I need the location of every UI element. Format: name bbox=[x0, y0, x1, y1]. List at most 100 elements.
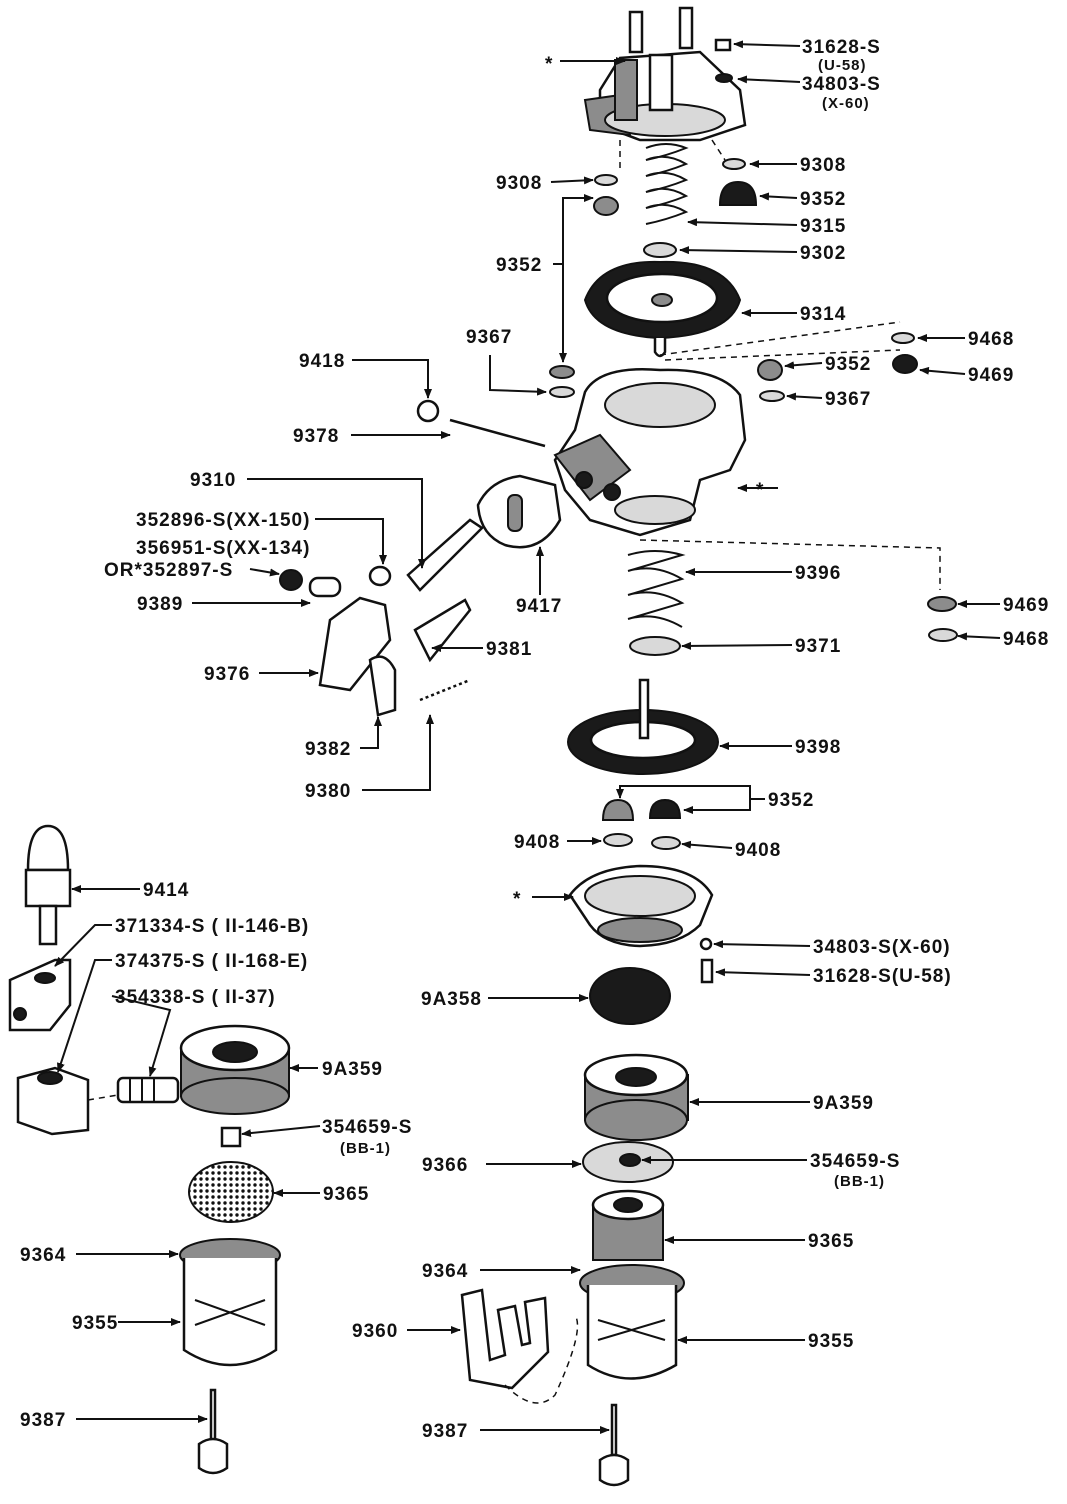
washer-34803-lower bbox=[699, 937, 713, 951]
label-31628-s-top: 31628-S bbox=[802, 37, 881, 58]
bowl-9355-left bbox=[182, 1258, 278, 1367]
label-9352-left: 9352 bbox=[496, 255, 542, 276]
valve-9469-top bbox=[892, 354, 918, 374]
valve-9352-lower-a bbox=[601, 798, 635, 821]
label-356951-s: 356951-S(XX-134) bbox=[136, 538, 310, 559]
label-9387-right: 9387 bbox=[422, 1421, 468, 1442]
label-9308-right: 9308 bbox=[800, 155, 846, 176]
valve-9352-right bbox=[718, 180, 758, 206]
washer-9468-bottom bbox=[928, 628, 958, 642]
label-9417: 9417 bbox=[516, 596, 562, 617]
label-9396: 9396 bbox=[795, 563, 841, 584]
label-9360: 9360 bbox=[352, 1321, 398, 1342]
gasket-9a358 bbox=[589, 967, 671, 1025]
label-9382: 9382 bbox=[305, 739, 351, 760]
label-9365-left: 9365 bbox=[323, 1184, 369, 1205]
label-9468-bottom: 9468 bbox=[1003, 629, 1049, 650]
connector-dash bbox=[87, 1094, 119, 1101]
label-9381: 9381 bbox=[486, 639, 532, 660]
label-9302: 9302 bbox=[800, 243, 846, 264]
label-9364-left: 9364 bbox=[20, 1245, 66, 1266]
pump-body bbox=[553, 368, 747, 537]
tee-fitting-371334 bbox=[8, 958, 72, 1032]
leader-lines bbox=[54, 40, 1001, 1434]
lever-9381 bbox=[413, 598, 472, 663]
label-9355-right: 9355 bbox=[808, 1331, 854, 1352]
bushing-9389 bbox=[308, 576, 342, 598]
label-star-body: * bbox=[756, 480, 764, 501]
washer-9408-b bbox=[651, 836, 681, 850]
retainer-9302 bbox=[643, 242, 677, 258]
spring-9380 bbox=[419, 678, 471, 702]
diaphragm-9314 bbox=[583, 260, 742, 358]
label-9a359-left: 9A359 bbox=[322, 1059, 383, 1080]
spring-9315 bbox=[645, 143, 689, 225]
bowl-9355-left-mark bbox=[194, 1299, 266, 1326]
screw-31628-top bbox=[714, 38, 732, 52]
bowl-9355-right-mark bbox=[597, 1319, 666, 1341]
label-9387-left: 9387 bbox=[20, 1410, 66, 1431]
label-354659-s-left: 354659-S bbox=[322, 1117, 412, 1138]
diaphragm-9398 bbox=[567, 678, 719, 775]
bulb-9414 bbox=[24, 824, 72, 946]
washer-34803-top bbox=[715, 73, 733, 83]
label-9310: 9310 bbox=[190, 470, 236, 491]
washer-9367-a bbox=[549, 386, 575, 398]
label-9352-top-right: 9352 bbox=[800, 189, 846, 210]
bowl-cover-9a359-right bbox=[583, 1053, 689, 1141]
label-34803-s-top: 34803-S bbox=[802, 74, 881, 95]
label-9365-right: 9365 bbox=[808, 1231, 854, 1252]
label-9314: 9314 bbox=[800, 304, 846, 325]
assembly-line-5 bbox=[639, 539, 941, 590]
label-371334-s: 371334-S ( II-146-B) bbox=[115, 916, 309, 937]
nut-354659-right bbox=[619, 1153, 641, 1167]
label-bb1-left: (BB-1) bbox=[340, 1140, 391, 1157]
valve-9469-bottom bbox=[927, 596, 957, 612]
label-9398: 9398 bbox=[795, 737, 841, 758]
label-9468-top: 9468 bbox=[968, 329, 1014, 350]
label-354338-s: 354338-S ( II-37) bbox=[115, 987, 276, 1008]
label-9367-right: 9367 bbox=[825, 389, 871, 410]
bowl-cover-9a359-left bbox=[179, 1024, 291, 1115]
label-9418: 9418 bbox=[299, 351, 345, 372]
screen-9365-left bbox=[188, 1161, 274, 1223]
assembly-line-3 bbox=[659, 321, 901, 356]
label-9a359-right: 9A359 bbox=[813, 1093, 874, 1114]
washer-9367-b bbox=[759, 390, 785, 402]
rocker-arm-9310 bbox=[406, 518, 484, 592]
elbow-374375 bbox=[16, 1066, 90, 1136]
valve-9352-mid bbox=[757, 359, 783, 381]
assembly-line-2 bbox=[711, 139, 726, 161]
part-labels: 31628-S (U-58) 34803-S (X-60) * 9308 930… bbox=[20, 37, 1049, 1442]
bowl-9355-right bbox=[586, 1285, 678, 1380]
retainer-9371 bbox=[629, 636, 681, 656]
label-9364-right: 9364 bbox=[422, 1261, 468, 1282]
bail-9360-path bbox=[504, 1314, 579, 1404]
parts-illustrations bbox=[8, 6, 958, 1487]
label-9378: 9378 bbox=[293, 426, 339, 447]
label-374375-s: 374375-S ( II-168-E) bbox=[115, 951, 308, 972]
label-or-352897-s: OR*352897-S bbox=[104, 560, 233, 581]
washer-9308-right bbox=[722, 158, 746, 170]
label-star-lower: * bbox=[513, 889, 521, 910]
thumbscrew-9387-left bbox=[197, 1437, 229, 1475]
label-x60-top: (X-60) bbox=[822, 95, 870, 112]
nut-354659-left bbox=[220, 1126, 242, 1148]
washer-352896 bbox=[368, 565, 392, 587]
washer-356951 bbox=[279, 569, 303, 591]
screw-31628-lower bbox=[700, 958, 714, 984]
spring-9396 bbox=[627, 550, 686, 628]
pin-9378 bbox=[449, 418, 546, 448]
label-9367-left: 9367 bbox=[466, 327, 512, 348]
link-9376 bbox=[318, 596, 392, 692]
label-9a358: 9A358 bbox=[421, 989, 482, 1010]
label-9414: 9414 bbox=[143, 880, 189, 901]
valve-9367-a bbox=[549, 365, 575, 379]
stem-9387-left bbox=[209, 1388, 217, 1442]
pump-top-cover bbox=[583, 6, 747, 142]
label-9380: 9380 bbox=[305, 781, 351, 802]
label-9366: 9366 bbox=[422, 1155, 468, 1176]
stem-9387-right bbox=[610, 1403, 618, 1457]
label-9371: 9371 bbox=[795, 636, 841, 657]
